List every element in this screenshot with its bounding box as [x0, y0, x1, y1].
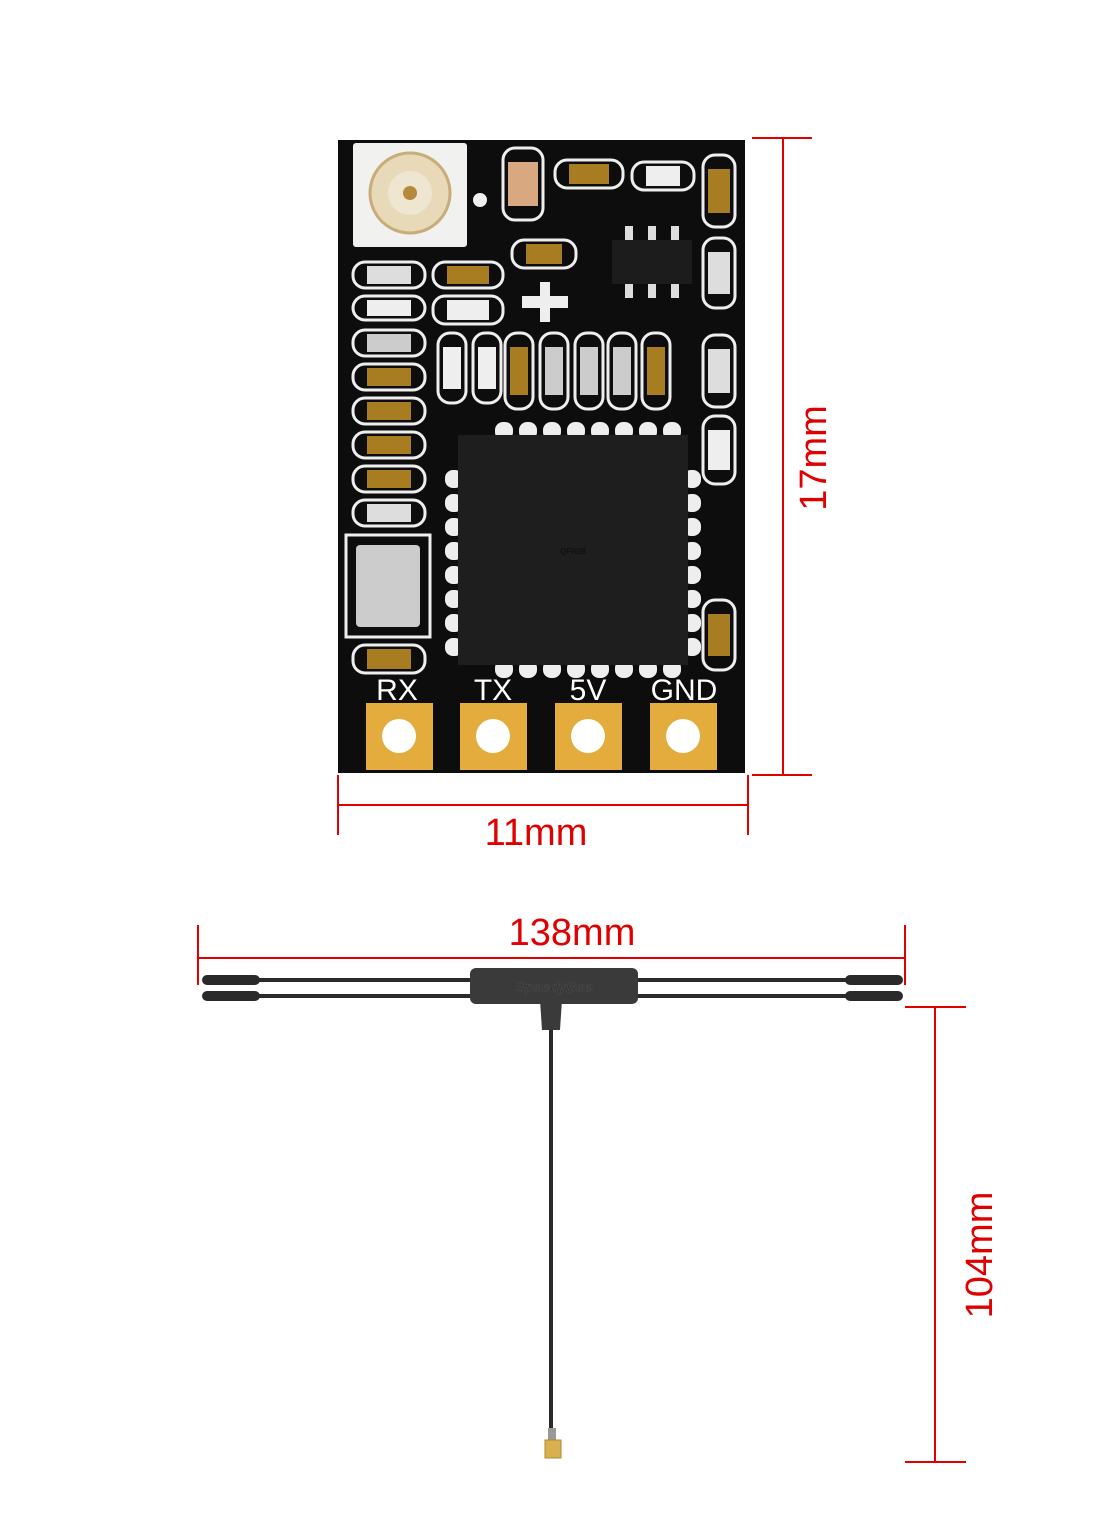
- smd-component: [613, 347, 631, 395]
- antenna-hub: [470, 968, 638, 1004]
- pin-label-gnd: GND: [651, 674, 718, 707]
- smd-component: [443, 347, 461, 389]
- smd-component: [569, 164, 609, 184]
- pin-label-tx: TX: [474, 674, 512, 707]
- receiver-height-dimension: [752, 137, 812, 776]
- smd-component: [367, 504, 411, 522]
- smd-component: [478, 347, 496, 389]
- regulator-ic: [612, 240, 692, 284]
- button-marker: [540, 282, 550, 322]
- smd-component: [708, 252, 730, 294]
- smd-component: [708, 349, 730, 393]
- smd-component: [646, 166, 680, 186]
- ic-pin: [648, 284, 656, 298]
- pin-label-5v: 5V: [570, 674, 607, 707]
- receiver-width-dimension: [337, 775, 749, 835]
- smd-component: [708, 430, 730, 470]
- ufl-connector: [353, 143, 487, 247]
- chip-body: [458, 435, 688, 665]
- ic-pin: [625, 284, 633, 298]
- smd-component: [367, 266, 411, 284]
- antenna-brand: SpeedyBee: [515, 979, 593, 996]
- ic-pin: [671, 226, 679, 240]
- smd-component: [367, 300, 411, 316]
- smd-component: [367, 368, 411, 386]
- receiver-board: QFN28 RX TX 5V GND: [338, 140, 745, 773]
- smd-component: [510, 347, 528, 395]
- antenna: SpeedyBee: [202, 968, 903, 1459]
- mcu-chip: QFN28: [445, 422, 701, 678]
- ic-pin: [648, 226, 656, 240]
- ic-pin: [671, 284, 679, 298]
- antenna-height-dimension: [905, 1006, 966, 1463]
- smd-component: [367, 436, 411, 454]
- pin-pads: RX TX 5V GND: [366, 674, 717, 770]
- antenna-height-label: 104mm: [959, 1192, 1001, 1319]
- antenna-width-label: 138mm: [509, 912, 636, 954]
- smd-component: [447, 266, 489, 284]
- antenna-tip-right: [845, 975, 903, 985]
- ic-pin: [625, 226, 633, 240]
- pin-label-rx: RX: [376, 674, 418, 707]
- smd-component: [447, 300, 489, 320]
- chip-label: QFN28: [560, 547, 586, 556]
- smd-component: [367, 402, 411, 420]
- receiver-width-label: 11mm: [485, 812, 588, 854]
- smd-component: [367, 470, 411, 488]
- pad-gnd: GND: [650, 674, 717, 770]
- antenna-tip-left: [202, 975, 260, 985]
- ipex-connector: [544, 1428, 562, 1459]
- smd-component: [708, 169, 730, 213]
- pad-5v: 5V: [555, 674, 622, 770]
- receiver-height-label: 17mm: [793, 405, 835, 511]
- pad-rx: RX: [366, 674, 433, 770]
- crystal: [356, 545, 420, 627]
- antenna-width-dimension: [197, 925, 906, 985]
- smd-component: [708, 614, 730, 656]
- smd-component: [367, 334, 411, 352]
- smd-component: [647, 347, 665, 395]
- pad-tx: TX: [460, 674, 527, 770]
- smd-component: [526, 244, 562, 264]
- smd-component: [580, 347, 598, 395]
- smd-component: [367, 649, 411, 669]
- smd-component: [508, 162, 538, 206]
- smd-components: [344, 146, 737, 675]
- smd-component: [545, 347, 563, 395]
